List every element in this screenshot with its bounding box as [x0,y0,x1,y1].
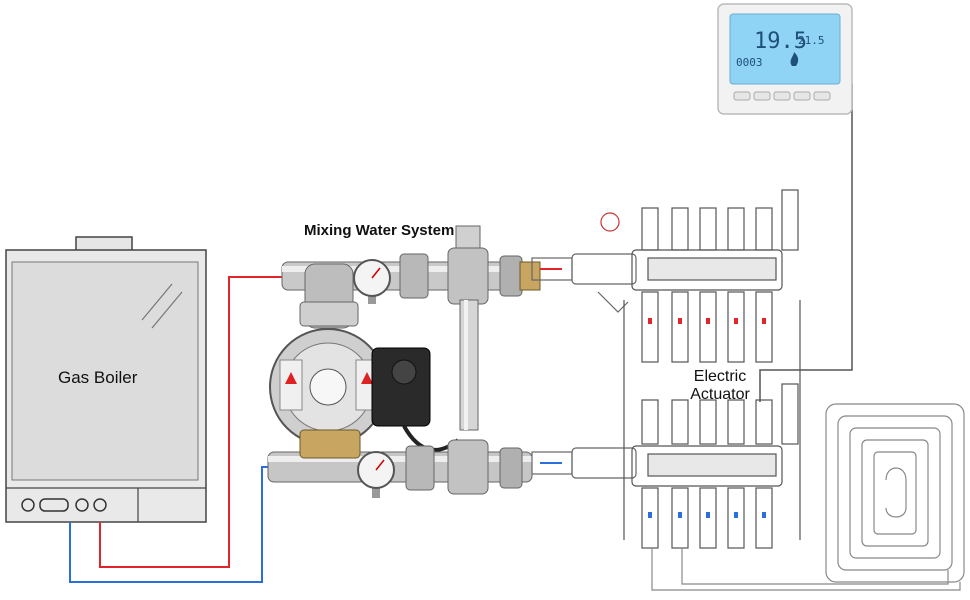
temperature-gauge-top [353,259,391,304]
flame-icon [790,52,799,66]
mixing-system-label: Mixing Water System [304,222,455,239]
thermostat-buttons[interactable] [733,91,831,101]
thermostat-counter: 0003 [736,56,763,69]
thermostat-main-temp: 19.5 [754,29,807,54]
underfloor-heating-coil [651,403,965,591]
control-wire [759,84,853,402]
gas-boiler [5,236,207,523]
boiler-control-dials [21,498,107,512]
electric-actuator-label: Electric Actuator [690,368,750,403]
gas-boiler-label: Gas Boiler [58,368,138,387]
manifold-connectors [531,212,637,479]
floor-heating-manifold [623,189,801,549]
manifold-return-marks [648,512,766,518]
manifold-flow-marks [648,318,766,324]
temperature-gauge-bottom [357,451,395,498]
circulation-pump [269,328,460,452]
supply-pipe-red [99,276,282,568]
mixing-unit [267,225,541,498]
room-thermostat: 19.5 21.5 0003 [717,3,853,115]
thermostat-set-temp: 21.5 [798,34,825,47]
